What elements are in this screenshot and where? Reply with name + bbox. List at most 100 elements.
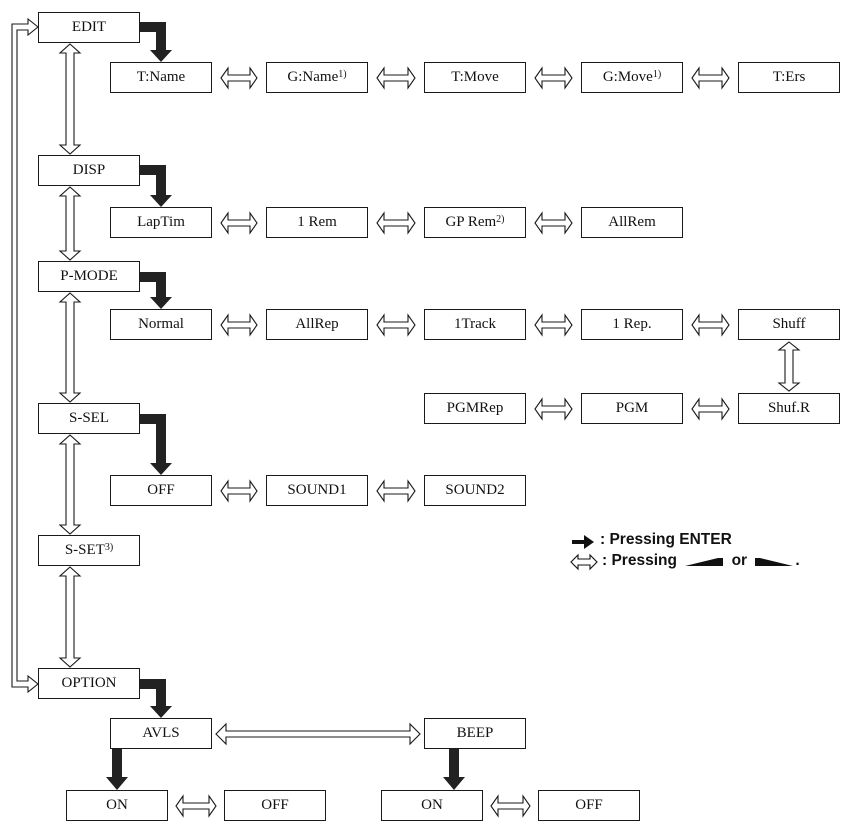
- ssel-item-sound2-label: SOUND2: [445, 482, 505, 498]
- avls-enter-arrow: [106, 749, 128, 790]
- pmode-item-pgmrep-label: PGMRep: [446, 400, 504, 416]
- beep-item-on: ON: [381, 790, 483, 821]
- legend-enter-arrow-icon: [572, 535, 594, 549]
- disp-item-laptim-label: LapTim: [137, 214, 185, 230]
- pmode-item-normal-label: Normal: [138, 316, 184, 332]
- menu-disp: DISP: [38, 155, 140, 186]
- edit-item-t-move-label: T:Move: [451, 69, 499, 85]
- disp-row-arrow-3: [534, 211, 573, 235]
- disp-enter-arrow: [140, 165, 172, 207]
- edit-disp-arrow: [58, 43, 82, 155]
- pmode-item-1track-label: 1Track: [454, 316, 496, 332]
- option-item-beep: BEEP: [424, 718, 526, 749]
- pmode-item-shuff: Shuff: [738, 309, 840, 340]
- pmode-item-pgm: PGM: [581, 393, 683, 424]
- pmode-item-allrep-label: AllRep: [295, 316, 339, 332]
- edit-item-t-move: T:Move: [424, 62, 526, 93]
- return-loop-arrow: [11, 17, 39, 694]
- option-item-avls-label: AVLS: [142, 725, 180, 741]
- legend-enter-text: : Pressing ENTER: [600, 531, 732, 548]
- edit-item-t-name-label: T:Name: [136, 69, 186, 85]
- pmode-enter-arrow: [140, 272, 172, 309]
- option-enter-arrow: [140, 679, 172, 718]
- legend-double-arrow-icon: [570, 553, 598, 571]
- disp-row-arrow-1: [220, 211, 258, 235]
- pmode-item-1track: 1Track: [424, 309, 526, 340]
- pmode-row2-arrow-1: [534, 397, 573, 421]
- pmode-item-1-rep-label: 1 Rep.: [612, 316, 652, 332]
- shuff-shufr-arrow: [777, 341, 801, 392]
- avls-beep-arrow: [215, 722, 421, 746]
- disp-item-laptim: LapTim: [110, 207, 212, 238]
- menu-option: OPTION: [38, 668, 140, 699]
- pmode-item-pgm-label: PGM: [615, 400, 649, 416]
- pmode-item-shuf-r-label: Shuf.R: [767, 400, 811, 416]
- legend-arrows-prefix: : Pressing: [602, 552, 677, 569]
- menu-p-mode-label: P-MODE: [60, 268, 118, 284]
- disp-item-1-rem-label: 1 Rem: [297, 214, 337, 230]
- edit-item-t-ers-label: T:Ers: [772, 69, 806, 85]
- edit-item-g-name-label: G:Name: [287, 69, 339, 85]
- ssel-sset-arrow: [58, 434, 82, 535]
- legend-right-button-icon: [755, 557, 794, 566]
- pmode-item-normal: Normal: [110, 309, 212, 340]
- edit-row-arrow-2: [376, 66, 416, 90]
- ssel-item-sound2: SOUND2: [424, 475, 526, 506]
- ssel-item-sound1: SOUND1: [266, 475, 368, 506]
- menu-p-mode: P-MODE: [38, 261, 140, 292]
- ssel-item-off: OFF: [110, 475, 212, 506]
- edit-item-g-move-label: G:Move: [602, 69, 653, 85]
- beep-item-off: OFF: [538, 790, 640, 821]
- option-item-avls: AVLS: [110, 718, 212, 749]
- disp-item-1-rem: 1 Rem: [266, 207, 368, 238]
- edit-row-arrow-4: [691, 66, 730, 90]
- disp-item-allrem: AllRem: [581, 207, 683, 238]
- disp-item-allrem-label: AllRem: [608, 214, 656, 230]
- legend-arrows: : Pressing or .: [572, 552, 800, 570]
- disp-item-gp-rem-label: GP Rem: [445, 214, 497, 230]
- pmode-item-1-rep: 1 Rep.: [581, 309, 683, 340]
- avls-item-on-label: ON: [106, 797, 128, 813]
- menu-disp-label: DISP: [72, 162, 106, 178]
- beep-item-off-label: OFF: [575, 797, 603, 813]
- menu-option-label: OPTION: [61, 675, 117, 691]
- option-item-beep-label: BEEP: [456, 725, 494, 741]
- ssel-row-arrow-1: [220, 479, 258, 503]
- legend-enter: : Pressing ENTER: [572, 531, 732, 549]
- avls-item-off: OFF: [224, 790, 326, 821]
- edit-enter-arrow: [140, 22, 172, 62]
- ssel-item-sound1-label: SOUND1: [287, 482, 347, 498]
- menu-edit-label: EDIT: [71, 19, 107, 35]
- pmode-item-pgmrep: PGMRep: [424, 393, 526, 424]
- beep-enter-arrow: [443, 749, 465, 790]
- menu-s-sel: S-SEL: [38, 403, 140, 434]
- menu-edit: EDIT: [38, 12, 140, 43]
- menu-s-sel-label: S-SEL: [68, 410, 109, 426]
- pmode-row1-arrow-2: [376, 313, 416, 337]
- beep-item-on-label: ON: [421, 797, 443, 813]
- pmode-item-shuf-r: Shuf.R: [738, 393, 840, 424]
- avls-on-off-arrow: [175, 794, 217, 818]
- ssel-item-off-label: OFF: [147, 482, 175, 498]
- disp-row-arrow-2: [376, 211, 416, 235]
- pmode-row1-arrow-1: [220, 313, 258, 337]
- pmode-item-shuff-label: Shuff: [772, 316, 806, 332]
- avls-item-on: ON: [66, 790, 168, 821]
- ssel-enter-arrow: [140, 414, 172, 475]
- menu-s-set-label: S-SET: [64, 542, 105, 558]
- sset-option-arrow: [58, 566, 82, 668]
- legend-arrows-or: or: [731, 552, 748, 569]
- ssel-row-arrow-2: [376, 479, 416, 503]
- pmode-row1-arrow-3: [534, 313, 573, 337]
- pmode-row1-arrow-4: [691, 313, 730, 337]
- pmode-row2-arrow-2: [691, 397, 730, 421]
- edit-row-arrow-1: [220, 66, 258, 90]
- edit-row-arrow-3: [534, 66, 573, 90]
- beep-on-off-arrow: [490, 794, 531, 818]
